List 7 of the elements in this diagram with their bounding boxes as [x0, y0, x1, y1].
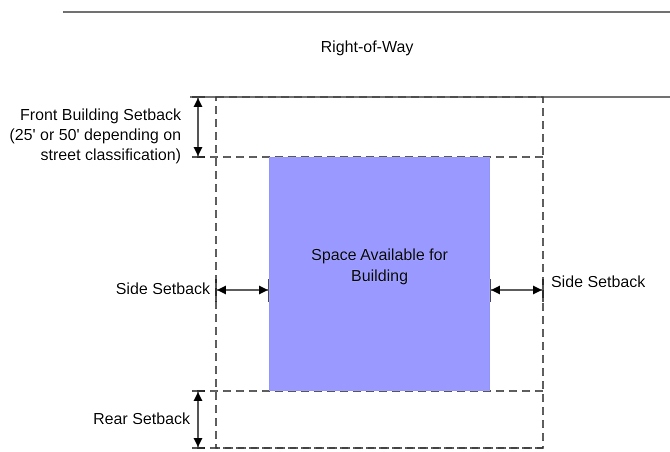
- zone-label: Right-of-Way: [320, 38, 414, 58]
- setback-label: Rear Setback: [92, 410, 190, 430]
- setback-label: Side Setback: [551, 273, 646, 293]
- area-label: Space Available for Building: [310, 246, 449, 286]
- setback-label: Front Building Setback (25' or 50' depending on street classification): [8, 106, 181, 166]
- setback-label: Side Setback: [114, 280, 210, 300]
- building-area: [269, 157, 490, 391]
